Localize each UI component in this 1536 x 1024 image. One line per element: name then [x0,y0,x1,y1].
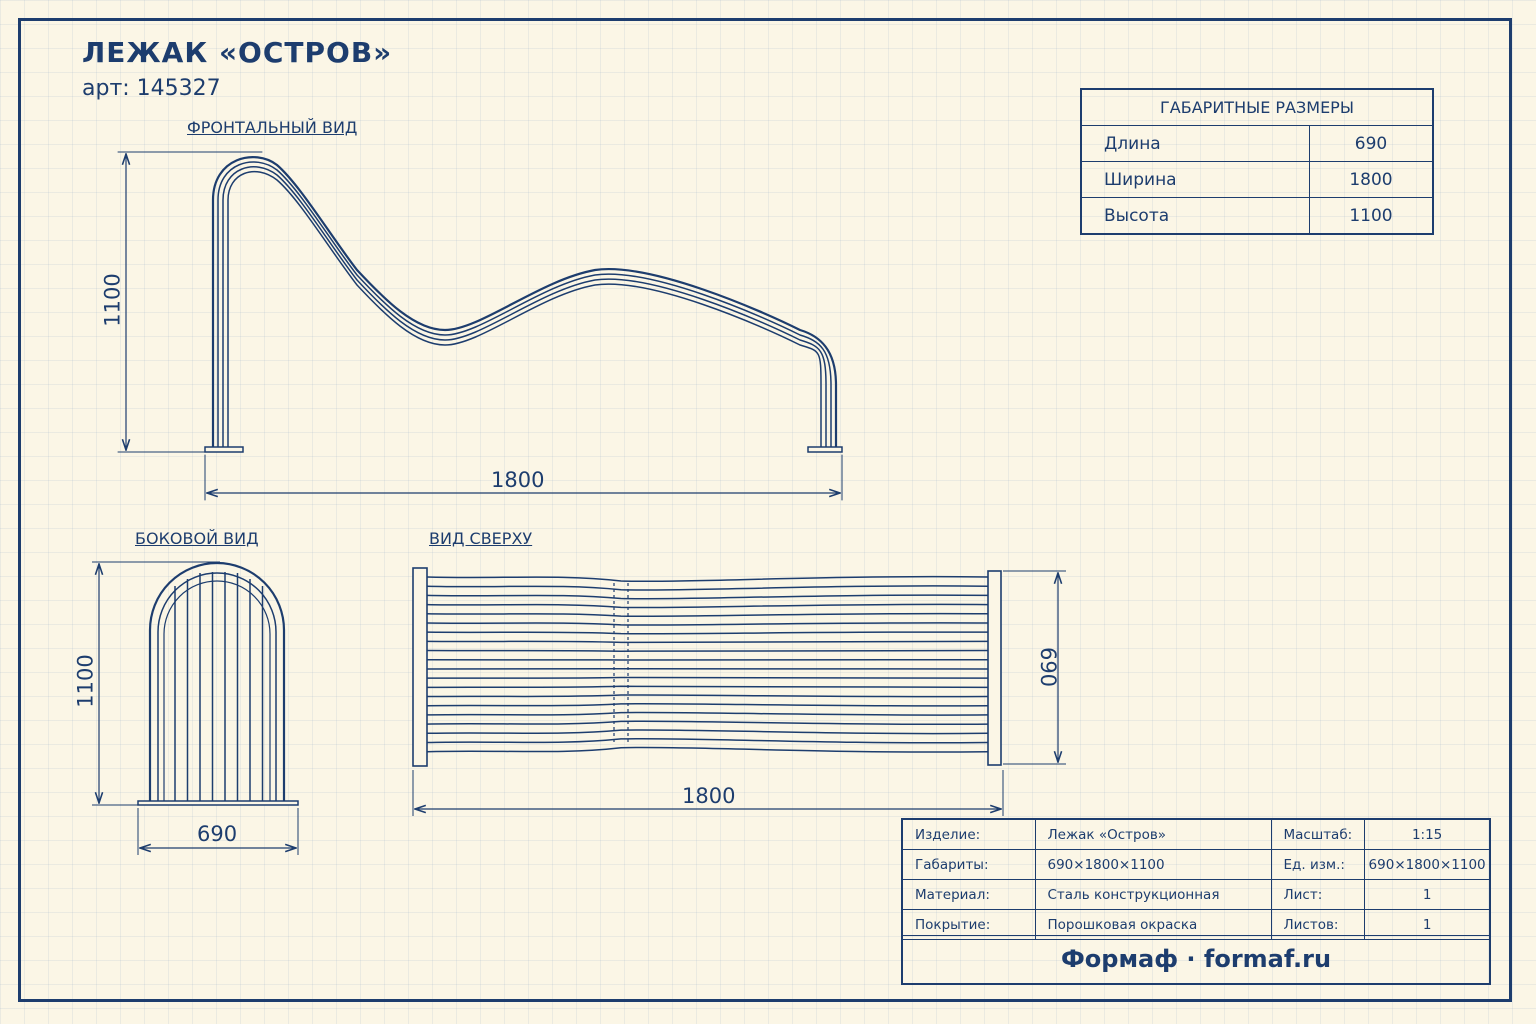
top-slat [426,612,989,618]
side-view-label: БОКОВОЙ ВИД [135,529,259,548]
side-height-value: 1100 [73,654,98,708]
top-slat [426,585,989,591]
dimension-value: 690 [1309,125,1434,162]
top-slat [426,720,989,726]
top-slat [426,575,989,583]
stamp-value: Порошковая окраска [1034,909,1272,940]
stamp-value: Лежак «Остров» [1034,820,1272,850]
top-end-rail-left [412,567,428,767]
table-row: Габариты: 690×1800×1100 Ед. изм.: 690×18… [903,849,1489,880]
top-slat [426,622,989,626]
front-frame-tube [227,170,822,449]
side-view-drawing [92,561,299,855]
top-slat [426,631,989,635]
stamp-key: Лист: [1270,879,1366,910]
front-frame-tube [217,161,832,449]
front-view-drawing [117,151,843,501]
table-row: Покрытие: Порошковая окраска Листов: 1 [903,909,1489,940]
top-slat [426,594,989,600]
front-frame-tube [222,166,827,449]
top-slat [426,640,989,644]
top-slat [426,729,989,735]
table-row: Ширина 1800 [1080,161,1434,198]
stamp-key: Изделие: [903,820,1036,850]
top-depth-value: 690 [1036,646,1061,688]
dimension-label: Длина [1080,125,1310,162]
dimension-label: Ширина [1080,161,1310,198]
stamp-value: 1 [1364,909,1489,940]
top-view-label: ВИД СВЕРХУ [429,529,533,548]
title-block-table: Изделие: Лежак «Остров» Масштаб: 1:15 Га… [903,820,1489,940]
stamp-value: 1:15 [1364,820,1489,850]
side-width-value: 690 [197,822,238,846]
top-slat [426,603,989,609]
stamp-key: Масштаб: [1270,820,1366,850]
stamp-key: Покрытие: [903,909,1036,940]
side-base-plate [137,800,299,806]
title-block: Изделие: Лежак «Остров» Масштаб: 1:15 Га… [901,818,1491,985]
top-slat [426,676,989,679]
stamp-value: 690×1800×1100 [1364,849,1489,880]
front-frame-tube [211,156,838,450]
stamp-key: Ед. изм.: [1270,849,1366,880]
stamp-value: 1 [1364,879,1489,910]
stamp-key: Листов: [1270,909,1366,940]
page-title: ЛЕЖАК «ОСТРОВ» [82,36,393,69]
top-slat [426,702,989,707]
overall-dimensions-table: ГАБАРИТНЫЕ РАЗМЕРЫ Длина 690 Ширина 1800… [1080,88,1434,235]
table-row: Длина 690 [1080,125,1434,162]
dimension-label: Высота [1080,197,1310,235]
top-slat [426,711,989,716]
sheet-frame [18,18,1512,1002]
company-footer: Формаф · formaf.ru [903,935,1489,983]
front-foot-left [204,446,244,453]
stamp-key: Габариты: [903,849,1036,880]
overall-dimensions-heading: ГАБАРИТНЫЕ РАЗМЕРЫ [1080,88,1434,126]
front-foot-right [807,446,843,453]
dimension-value: 1100 [1309,197,1434,235]
stamp-value: 690×1800×1100 [1034,849,1272,880]
stamp-value: Сталь конструкционная [1034,879,1272,910]
top-end-rail-right [987,570,1002,766]
top-slat [426,649,989,652]
top-slat [426,685,989,689]
top-slat [426,737,989,744]
dimension-value: 1800 [1309,161,1434,198]
top-view-drawing [412,567,1066,816]
article-number: арт: 145327 [82,76,221,101]
top-slat [426,746,989,753]
top-slat [426,694,989,698]
stamp-key: Материал: [903,879,1036,910]
top-width-value: 1800 [682,784,736,808]
table-row: Высота 1100 [1080,197,1434,235]
front-view-label: ФРОНТАЛЬНЫЙ ВИД [187,118,358,137]
front-height-value: 1100 [100,273,125,327]
table-row: Материал: Сталь конструкционная Лист: 1 [903,879,1489,910]
front-width-value: 1800 [491,468,545,492]
table-row: Изделие: Лежак «Остров» Масштаб: 1:15 [903,820,1489,850]
